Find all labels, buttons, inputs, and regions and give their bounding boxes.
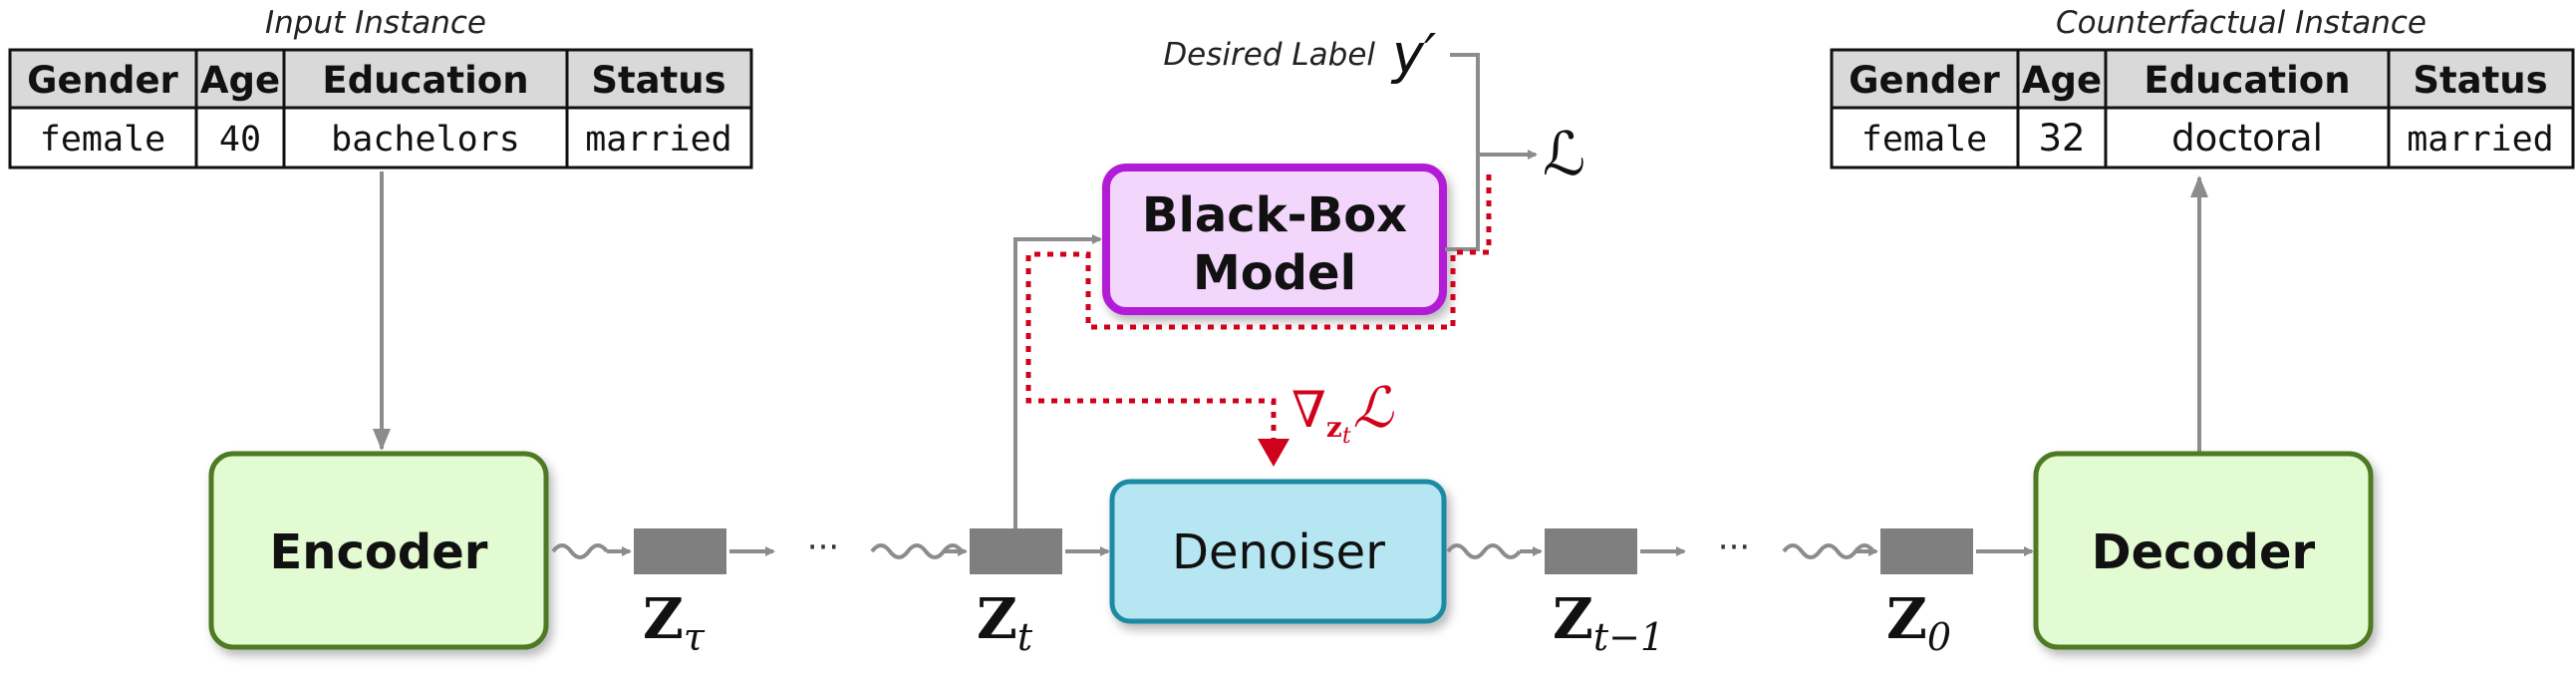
ellipsis-left: ··· [807,527,839,567]
cf-header-gender: Gender [1849,59,2000,102]
loss-symbol: ℒ [1543,120,1585,189]
cf-header-age: Age [2022,59,2102,102]
denoiser-label: Denoiser [1172,524,1385,580]
cf-cell-status: married [2407,120,2554,160]
denoiser-block: Denoiser [1109,479,1447,624]
encoder-label: Encoder [270,524,488,580]
input-cell-age: 40 [219,120,261,160]
input-instance-table: Input Instance Gender Age Education Stat… [8,5,753,170]
latent-label-z-tau: Zτ [643,586,706,659]
decoder-label: Decoder [2092,524,2316,580]
blackbox-output-connector [1445,155,1480,251]
desired-label-symbol: y′ [1390,23,1436,86]
gradient-arrowhead [1258,439,1289,467]
latent-block-z-tau [634,528,726,574]
desired-label-text: Desired Label [1163,37,1375,73]
blackbox-label-line2: Model [1193,245,1356,301]
ellipsis-right: ··· [1718,527,1750,567]
input-instance-caption: Input Instance [265,5,486,41]
blackbox-label-line1: Black-Box [1142,187,1407,243]
latent-block-z-t [970,528,1062,574]
blackbox-model-block: Black-Box Model [1102,164,1447,315]
input-cell-education: bachelors [331,120,520,160]
input-header-status: Status [591,59,725,102]
input-header-education: Education [322,59,528,102]
desired-label-group: Desired Label y′ [1163,23,1436,86]
input-cell-gender: female [40,120,165,160]
cf-cell-age: 32 [2038,117,2085,160]
encoder-squiggle [551,543,609,559]
latent-label-z-t: Zt [977,586,1033,659]
cf-cell-education: doctoral [2171,117,2323,160]
decoder-block: Decoder [2033,451,2374,650]
gradient-path [1025,174,1492,439]
cf-header-education: Education [2144,59,2350,102]
latent-block-z-0 [1880,528,1973,574]
input-header-gender: Gender [27,59,178,102]
denoiser-squiggle [1446,543,1522,559]
gradient-label: ∇ztℒ [1291,376,1395,449]
encoder-block: Encoder [208,451,549,650]
input-cell-status: married [585,120,732,160]
latent-label-z-0: Z0 [1886,586,1951,659]
counterfactual-header-row [1830,48,2575,110]
latent-label-z-t-minus-1: Zt−1 [1553,586,1664,659]
counterfactual-caption: Counterfactual Instance [2056,5,2427,41]
zt-to-blackbox-arrow [1013,234,1102,528]
counterfactual-instance-table: Counterfactual Instance Gender Age Educa… [1830,5,2575,170]
latent-block-z-t-minus-1 [1545,528,1637,574]
desired-label-connector [1450,53,1480,155]
cf-cell-gender: female [1861,120,1987,160]
cf-header-status: Status [2413,59,2547,102]
input-header-row [8,48,753,110]
input-header-age: Age [200,59,280,102]
